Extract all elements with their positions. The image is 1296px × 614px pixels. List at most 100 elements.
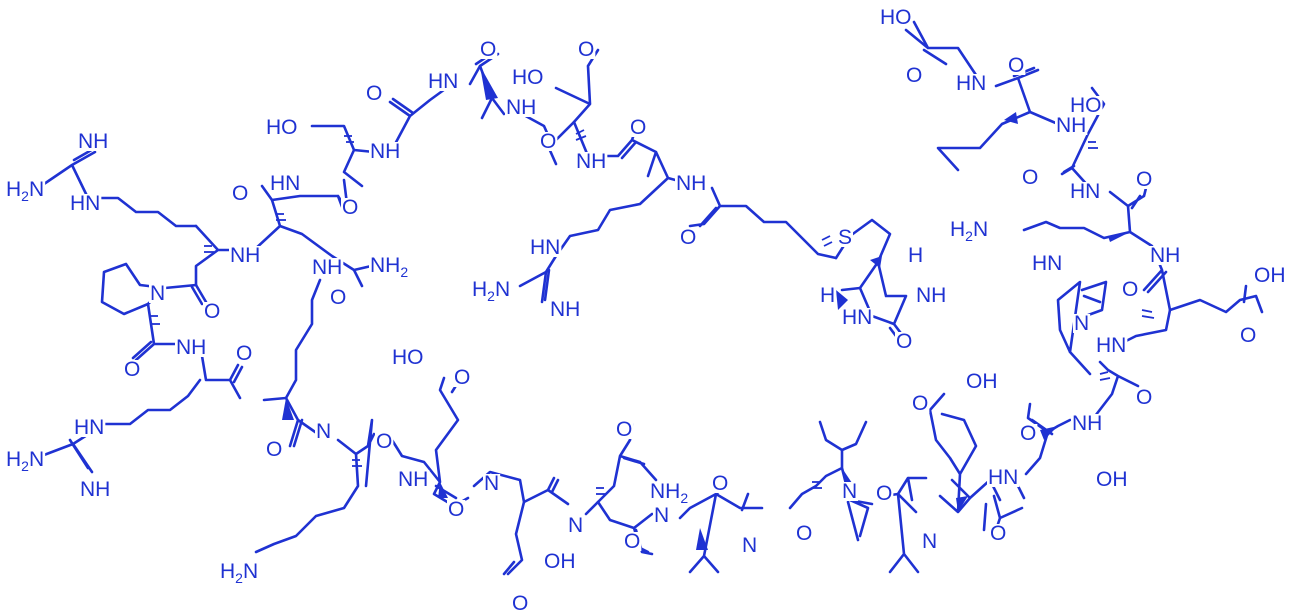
label-knockout bbox=[543, 552, 577, 571]
label-knockout bbox=[505, 98, 538, 117]
atom-label-o-ser3: O bbox=[1020, 422, 1036, 445]
label-knockout bbox=[79, 480, 112, 499]
label-knockout bbox=[539, 132, 558, 151]
atom-label-nh-ala: NH bbox=[506, 96, 536, 119]
atom-label-nh-val2: N bbox=[842, 480, 857, 503]
label-knockout bbox=[875, 484, 894, 503]
atom-label-o-lys1: O bbox=[1136, 168, 1152, 191]
label-knockout bbox=[427, 72, 460, 91]
label-knockout bbox=[1149, 246, 1182, 265]
atom-label-o-arg2: O bbox=[236, 342, 252, 365]
atom-label-hn-gly2: HN bbox=[956, 72, 986, 95]
label-knockout bbox=[915, 286, 948, 305]
atom-label-o-asn-side: O bbox=[616, 418, 632, 441]
label-knockout bbox=[265, 118, 299, 137]
atom-label-o-gly2: O bbox=[906, 64, 922, 87]
atom-label-s-biotin: S bbox=[838, 226, 852, 249]
label-knockout bbox=[1253, 266, 1287, 285]
label-knockout bbox=[269, 174, 302, 193]
label-knockout bbox=[1135, 388, 1154, 407]
label-knockout bbox=[955, 74, 988, 93]
label-knockout bbox=[511, 594, 530, 613]
atom-label-h-biotin2: H bbox=[820, 284, 835, 307]
atom-label-o-asp1: O bbox=[540, 130, 556, 153]
label-knockout bbox=[567, 516, 585, 535]
label-knockout bbox=[329, 288, 348, 307]
atom-label-o-glu1: O bbox=[1122, 278, 1138, 301]
label-knockout bbox=[219, 562, 260, 584]
atom-label-o-glu2: O bbox=[448, 498, 464, 521]
atom-label-o-asp2: O bbox=[376, 430, 392, 453]
label-knockout bbox=[453, 368, 472, 387]
label-knockout bbox=[1121, 280, 1140, 299]
atom-label-o-gly1: O bbox=[366, 82, 382, 105]
atom-label-o-lys3: O bbox=[266, 438, 282, 461]
atom-label-hn-glu1: HN bbox=[1096, 334, 1126, 357]
label-knockout bbox=[1055, 116, 1088, 135]
atom-label-o-ser2: O bbox=[1022, 166, 1038, 189]
atom-label-o-val2: O bbox=[876, 482, 892, 505]
label-knockout bbox=[911, 394, 930, 413]
atom-label-o-ala: O bbox=[480, 38, 496, 61]
label-knockout bbox=[5, 180, 46, 202]
atom-label-hn-ser2: HN bbox=[1070, 180, 1100, 203]
atom-label-n-pro: N bbox=[150, 282, 165, 305]
label-knockout bbox=[1069, 96, 1103, 115]
atom-label-nh-gua3: HN bbox=[530, 236, 560, 259]
label-knockout bbox=[949, 220, 990, 242]
label-knockout bbox=[365, 84, 384, 103]
label-knockout bbox=[1069, 182, 1102, 201]
atom-label-nh-arg3: NH bbox=[676, 172, 706, 195]
atom-label-nh-gua2: HN bbox=[74, 416, 104, 439]
label-knockout bbox=[965, 372, 999, 391]
atom-label-nh-leu2: N bbox=[742, 534, 757, 557]
atom-label-o-gln: O bbox=[232, 182, 248, 205]
stereo-bonds bbox=[150, 66, 1155, 550]
label-knockout bbox=[1095, 336, 1128, 355]
label-knockout bbox=[841, 482, 859, 501]
label-knockout bbox=[5, 450, 46, 472]
label-knockout bbox=[819, 286, 837, 305]
atom-label-oh-glu3: OH bbox=[966, 370, 998, 393]
atom-label-hn-gua1: HN bbox=[70, 192, 100, 215]
label-knockout bbox=[375, 432, 394, 451]
atom-label-nh-val1: N bbox=[654, 504, 669, 527]
label-knockout bbox=[529, 238, 562, 257]
atom-label-oh-ser3: OH bbox=[1096, 468, 1128, 491]
atom-label-o-val1: O bbox=[712, 472, 728, 495]
label-knockout bbox=[1019, 424, 1038, 443]
label-knockout bbox=[315, 422, 333, 441]
label-knockout bbox=[175, 338, 208, 357]
bond-skeleton bbox=[42, 20, 1264, 576]
label-knockout bbox=[629, 118, 648, 137]
label-knockout bbox=[311, 258, 344, 277]
label-knockout bbox=[549, 300, 582, 319]
label-knockout bbox=[1135, 170, 1154, 189]
atom-label-nh-lys2: NH bbox=[312, 256, 342, 279]
label-knockout bbox=[1071, 414, 1104, 433]
label-knockout bbox=[265, 440, 284, 459]
label-knockout bbox=[711, 474, 730, 493]
atom-label-hn-biotin2: HN bbox=[842, 306, 872, 329]
atom-label-nh-leu1: NH bbox=[1056, 114, 1086, 137]
label-knockout bbox=[1095, 470, 1129, 489]
label-knockout bbox=[741, 536, 759, 555]
label-knockout bbox=[479, 40, 498, 59]
atom-label-ho-asp1: HO bbox=[512, 66, 544, 89]
label-knockout bbox=[231, 184, 250, 203]
atom-label-hn-his: HN bbox=[1032, 252, 1062, 275]
atom-label-hn-gly1: HN bbox=[428, 70, 458, 93]
atom-label-o-glu3: O bbox=[990, 522, 1006, 545]
label-knockout bbox=[391, 348, 425, 367]
atom-label-nh-arg1: NH bbox=[230, 244, 260, 267]
atom-label-nh-pro: NH bbox=[176, 336, 206, 359]
label-knockout bbox=[1007, 56, 1026, 75]
atom-label-o-pro: O bbox=[124, 358, 140, 381]
atom-label-ho-ser2: HO bbox=[1070, 94, 1102, 117]
atom-label-ho-ser1: HO bbox=[266, 116, 298, 139]
atom-label-hn-ser3: HN bbox=[988, 466, 1018, 489]
label-knockout bbox=[615, 420, 634, 439]
label-knockout bbox=[483, 474, 501, 493]
label-knockout bbox=[837, 228, 854, 247]
